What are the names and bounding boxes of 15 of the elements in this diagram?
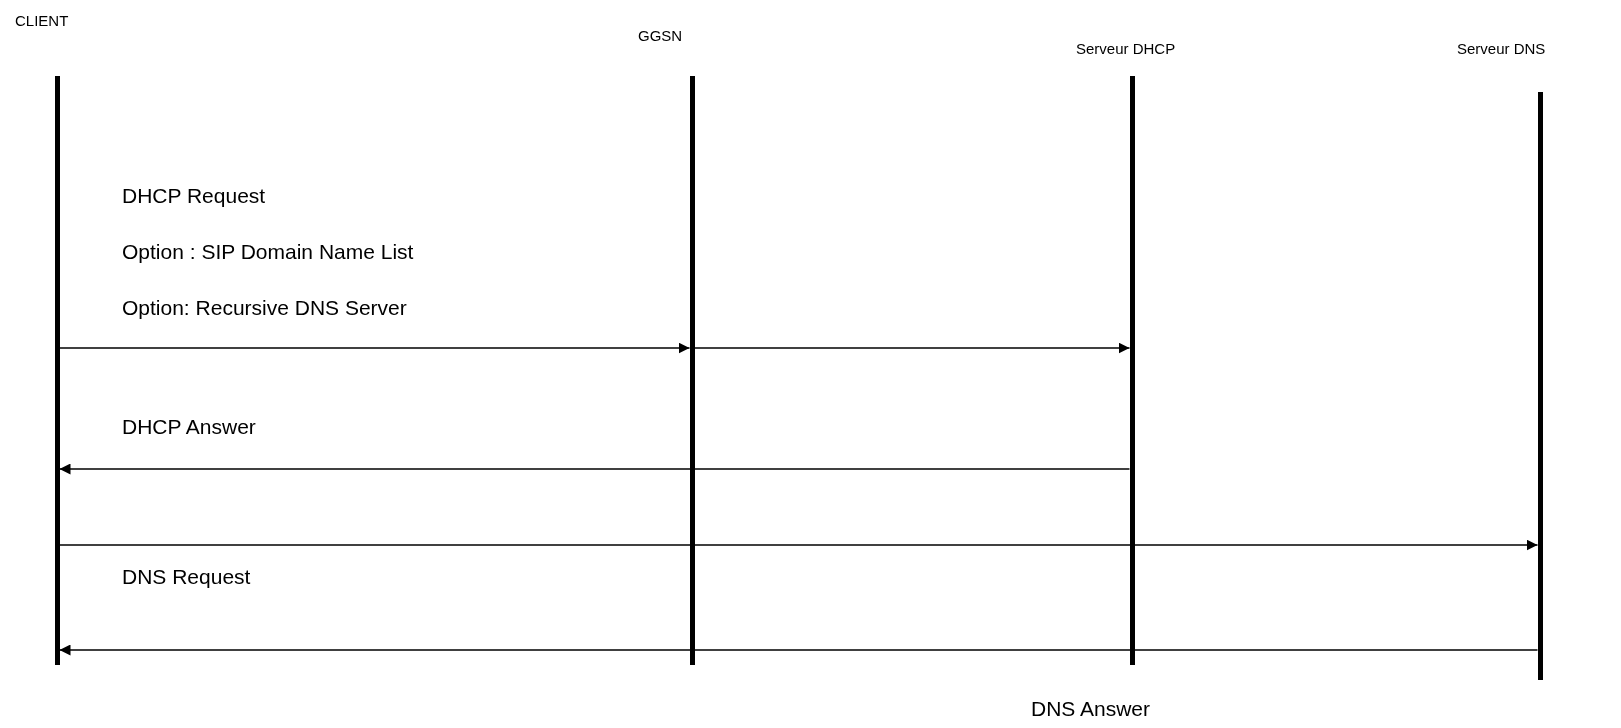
message-label: DHCP Answer (122, 415, 256, 439)
lifeline-label: CLIENT (15, 12, 69, 29)
lifeline-label: GGSN (638, 27, 683, 44)
message-label: DHCP Request (122, 184, 266, 208)
lifeline-label: Serveur DNS (1457, 40, 1546, 57)
message-label: Option: Recursive DNS Server (122, 296, 407, 320)
message-arrow (58, 539, 1539, 551)
message-arrow (58, 342, 691, 354)
message-label: DNS Request (122, 565, 251, 589)
message-label: Option : SIP Domain Name List (122, 240, 414, 264)
message-arrow (58, 463, 1131, 475)
message-label: DNS Answer (1031, 697, 1151, 721)
message-arrow (693, 342, 1131, 354)
lifeline-label: Serveur DHCP (1076, 40, 1176, 57)
message-arrow (58, 644, 1539, 656)
